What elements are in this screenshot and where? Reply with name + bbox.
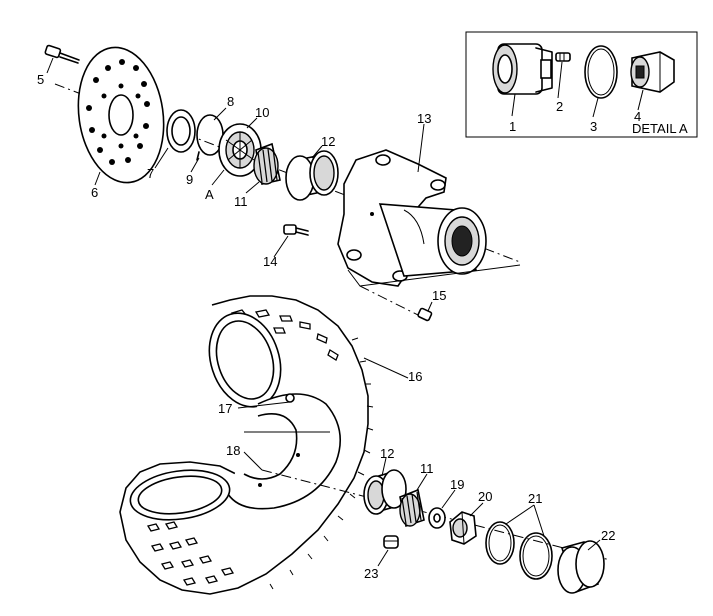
- detail-part-2: [555, 52, 571, 62]
- bearing-race-12-lower: [363, 469, 407, 515]
- o-rings-21: [485, 521, 553, 580]
- callout-11-lower: 11: [420, 461, 434, 476]
- callout-5: 5: [37, 72, 44, 87]
- clutch-hub-10: [218, 123, 262, 177]
- detail-part-1: [492, 43, 553, 95]
- callout-17: 17: [218, 401, 232, 416]
- callout-9: 9: [186, 172, 193, 187]
- bolt-5: [44, 44, 80, 64]
- callout-12-lower: 12: [380, 446, 394, 461]
- callout-8: 8: [227, 94, 234, 109]
- callout-23: 23: [364, 566, 378, 581]
- callout-13: 13: [417, 111, 431, 126]
- callout-18: 18: [226, 443, 240, 458]
- callout-4: 4: [634, 109, 641, 124]
- detail-part-4: [630, 51, 675, 93]
- callout-7: 7: [147, 166, 154, 181]
- bearing-race-12-upper: [285, 150, 339, 201]
- valve-cap-23: [383, 535, 399, 549]
- callout-12-upper: 12: [321, 134, 335, 149]
- callout-22: 22: [601, 528, 615, 543]
- detail-part-3: [584, 45, 618, 99]
- callout-11-upper: 11: [234, 194, 248, 209]
- detail-a-title: DETAIL A: [632, 121, 688, 136]
- bearing-11-lower: [399, 488, 425, 528]
- wheel-hub-13: [337, 149, 487, 287]
- callout-6: 6: [91, 185, 98, 200]
- detail-a-box: 1 2 3 4 DETAIL A: [465, 31, 698, 138]
- callout-2: 2: [556, 99, 563, 114]
- seal-7: [166, 109, 196, 153]
- callout-1: 1: [509, 119, 516, 134]
- bolt-14: [283, 224, 309, 236]
- callout-3: 3: [590, 119, 597, 134]
- tire-16: [119, 295, 374, 595]
- hub-cap-22: [557, 540, 605, 594]
- callout-15: 15: [432, 288, 446, 303]
- callout-20: 20: [478, 489, 492, 504]
- callout-A: A: [205, 187, 214, 202]
- callout-16: 16: [408, 369, 422, 384]
- callout-21: 21: [528, 491, 542, 506]
- callout-14: 14: [263, 254, 277, 269]
- stud-15: [417, 307, 433, 322]
- brake-disc-6: [77, 46, 165, 184]
- callout-19: 19: [450, 477, 464, 492]
- bearing-11-upper: [253, 142, 281, 185]
- castle-nut-20: [449, 511, 477, 545]
- callout-10: 10: [255, 105, 269, 120]
- washer-19: [428, 507, 446, 529]
